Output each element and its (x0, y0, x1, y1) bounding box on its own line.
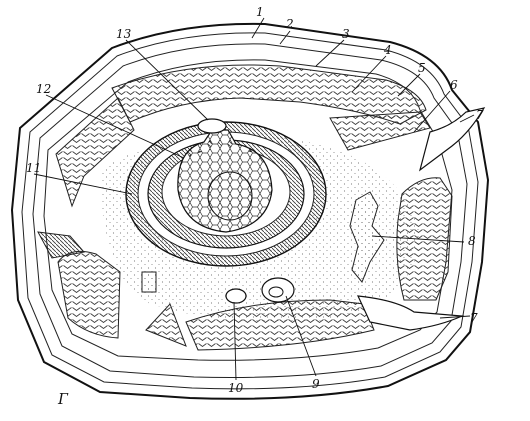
label-3: 3 (342, 27, 350, 41)
canal-9-inner (268, 286, 284, 298)
label-7-lower: 7 (470, 311, 478, 325)
label-9: 9 (312, 377, 320, 391)
label-1: 1 (256, 5, 264, 19)
cuticle-layer-2 (21, 32, 479, 390)
lateral-line-upper (418, 107, 486, 172)
label-4: 4 (383, 43, 392, 57)
lateral-lines (37, 107, 486, 331)
leader-lines (33, 17, 475, 381)
label-11: 11 (26, 161, 41, 175)
muscle-field-right (396, 177, 453, 301)
dorsal-gland (197, 118, 227, 134)
label-13: 13 (116, 27, 132, 41)
small-body (141, 271, 157, 293)
label-2: 2 (285, 17, 294, 31)
canal-10 (225, 288, 247, 304)
label-6: 6 (450, 78, 458, 92)
pharynx-core (207, 171, 253, 221)
muscle-field-ventral-left (145, 303, 187, 347)
label-8: 8 (468, 234, 476, 248)
excretory-canal (349, 191, 385, 283)
label-5: 5 (418, 61, 426, 75)
panel-letter: Г (57, 390, 69, 408)
intestine (125, 118, 327, 267)
label-12: 12 (36, 82, 51, 96)
muscle-field-left (55, 97, 135, 208)
left-cord (37, 231, 85, 259)
label-7-upper: 7 (476, 108, 484, 122)
muscle-field-dorsal-right (329, 111, 431, 151)
lateral-line-lower (357, 295, 465, 331)
cuticle-layer-3 (32, 43, 468, 379)
label-10: 10 (228, 381, 244, 395)
